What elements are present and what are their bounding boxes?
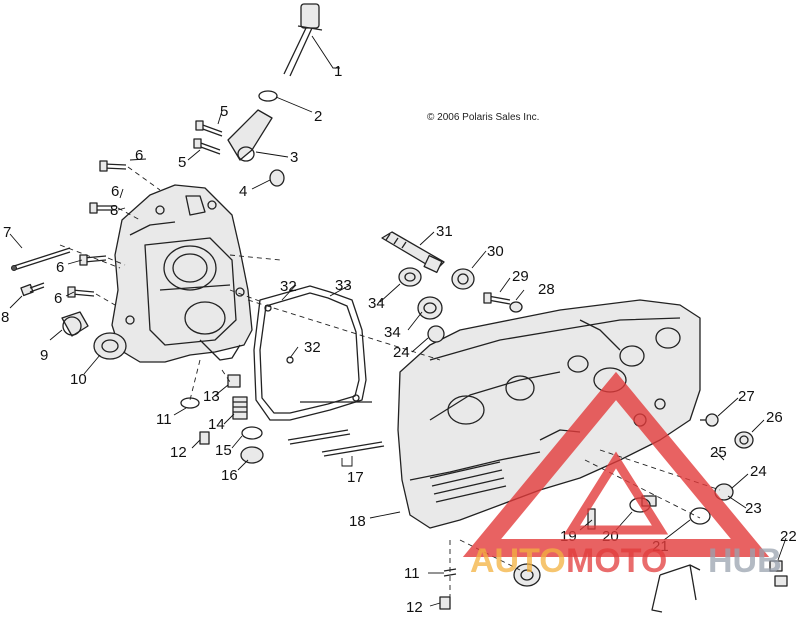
callout-8b: 8 bbox=[1, 309, 9, 326]
callout-9: 9 bbox=[40, 347, 48, 364]
callout-6c: 6 bbox=[56, 259, 64, 276]
bolts-6 bbox=[67, 160, 161, 306]
callout-10: 10 bbox=[70, 371, 87, 388]
callout-11b: 11 bbox=[404, 565, 420, 582]
callout-7: 7 bbox=[3, 224, 11, 241]
breather-bracket bbox=[227, 109, 273, 162]
small-bushing bbox=[269, 169, 285, 187]
left-crankcase-cover bbox=[111, 184, 253, 363]
callout-24a: 24 bbox=[750, 463, 767, 480]
watermark-moto: MOTO bbox=[566, 542, 667, 580]
dipstick bbox=[283, 3, 323, 77]
callout-5b: 5 bbox=[178, 154, 186, 171]
callout-25: 25 bbox=[710, 444, 727, 461]
bearings bbox=[398, 267, 475, 343]
oil-strainer-parts bbox=[180, 374, 264, 464]
callout-32a: 32 bbox=[280, 278, 297, 295]
dipstick-o-ring bbox=[258, 90, 278, 102]
callout-8a: 8 bbox=[110, 202, 118, 219]
drive-shaft bbox=[381, 231, 445, 274]
callout-30: 30 bbox=[487, 243, 504, 260]
rubber-bushing bbox=[61, 311, 89, 337]
callout-13: 13 bbox=[203, 388, 220, 405]
dowel-pins bbox=[287, 401, 385, 457]
callout-18: 18 bbox=[349, 513, 366, 530]
callout-12b: 12 bbox=[406, 599, 423, 616]
callout-12a: 12 bbox=[170, 444, 187, 461]
callout-32b: 32 bbox=[304, 339, 321, 356]
callout-16: 16 bbox=[221, 467, 238, 484]
watermark-hub: HUB bbox=[708, 542, 782, 580]
copyright-text: © 2006 Polaris Sales Inc. bbox=[427, 112, 539, 123]
callout-6b: 6 bbox=[111, 183, 119, 200]
callout-2: 2 bbox=[314, 108, 322, 125]
automotohub-watermark: AUTO MOTO HUB bbox=[462, 371, 782, 580]
bolts-5 bbox=[193, 120, 223, 155]
callout-6a: 6 bbox=[135, 147, 143, 164]
callout-11a: 11 bbox=[156, 411, 172, 428]
callout-26: 26 bbox=[766, 409, 783, 426]
callout-28: 28 bbox=[538, 281, 555, 298]
callout-33: 33 bbox=[335, 277, 352, 294]
callout-1: 1 bbox=[334, 63, 342, 80]
callout-34b: 34 bbox=[384, 324, 401, 341]
lower-mount-parts bbox=[439, 539, 541, 610]
callout-17: 17 bbox=[347, 469, 364, 486]
cover-mount-bushing bbox=[93, 332, 127, 360]
leader-lines bbox=[9, 35, 787, 607]
callout-29: 29 bbox=[512, 268, 529, 285]
long-stud bbox=[11, 247, 71, 271]
main-crankcase bbox=[397, 299, 701, 529]
callout-22: 22 bbox=[780, 528, 797, 545]
callout-15: 15 bbox=[215, 442, 232, 459]
callout-14: 14 bbox=[208, 416, 225, 433]
bolts-28-29 bbox=[483, 292, 523, 313]
cover-gasket bbox=[253, 285, 367, 421]
callout-31: 31 bbox=[436, 223, 453, 240]
callout-23: 23 bbox=[745, 500, 762, 517]
hex-bolt bbox=[20, 282, 45, 297]
callout-24b: 24 bbox=[393, 344, 410, 361]
callout-5a: 5 bbox=[220, 103, 228, 120]
callout-34a: 34 bbox=[368, 295, 385, 312]
callout-6d: 6 bbox=[54, 290, 62, 307]
watermark-auto: AUTO bbox=[470, 542, 566, 580]
callout-3: 3 bbox=[290, 149, 298, 166]
callout-4: 4 bbox=[239, 183, 247, 200]
callout-27: 27 bbox=[738, 388, 755, 405]
assembly-lines bbox=[59, 244, 441, 401]
